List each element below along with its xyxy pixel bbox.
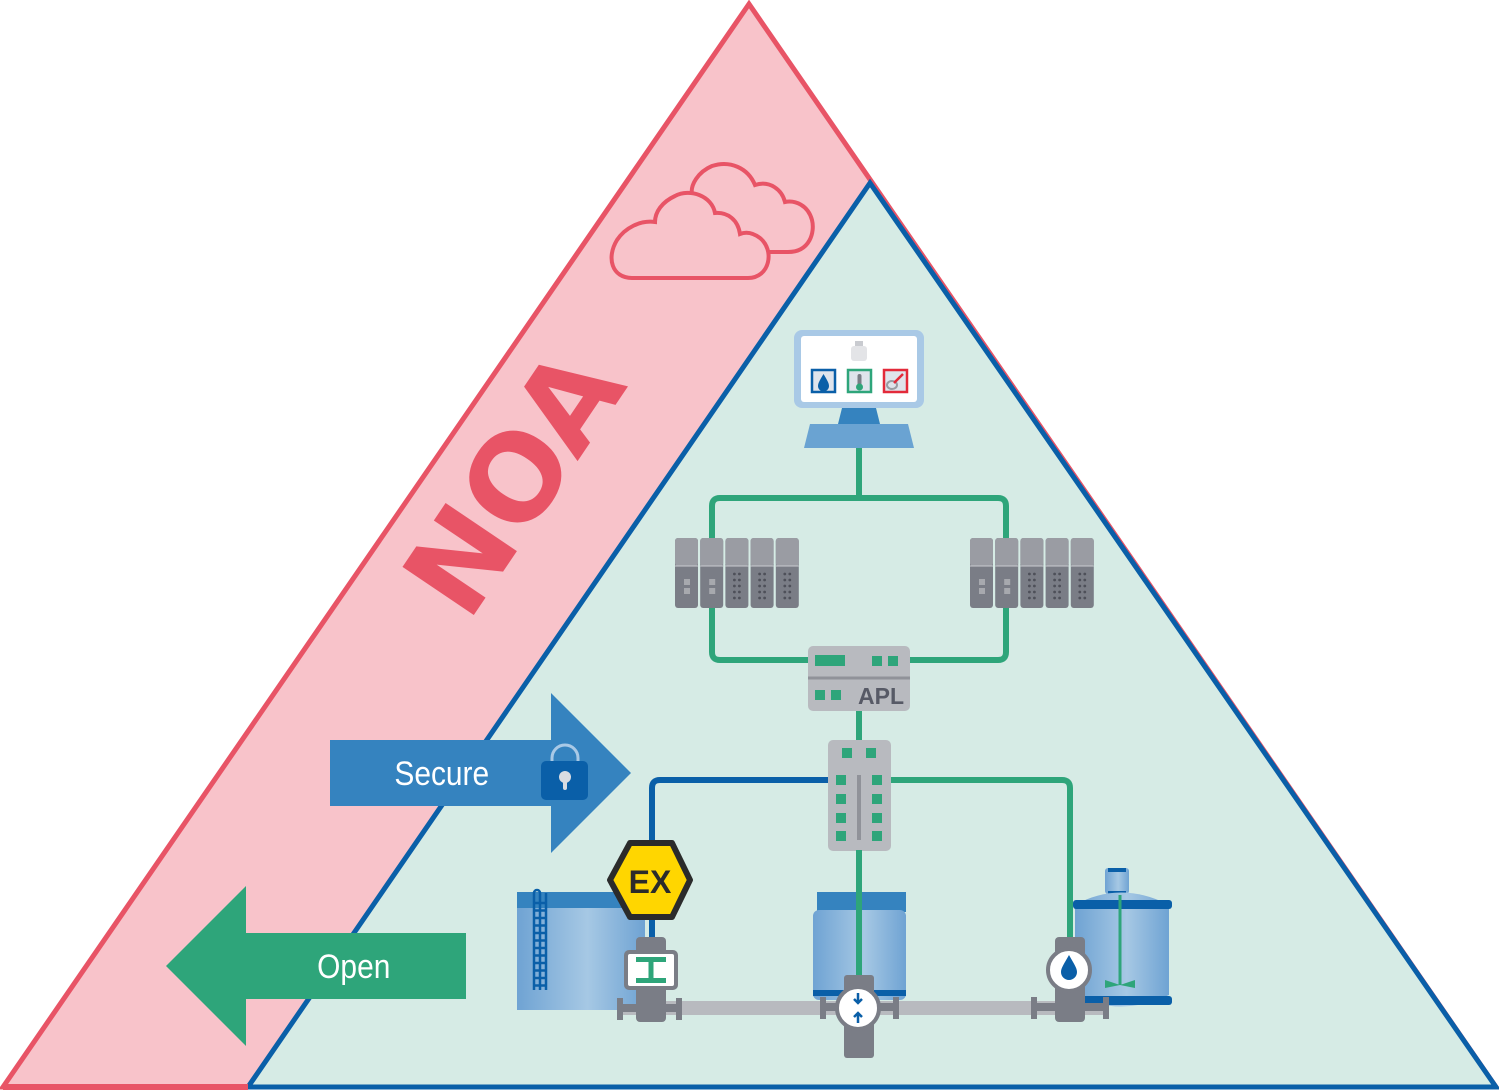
thermometer-indicator [846, 368, 873, 394]
io-module [1020, 538, 1044, 608]
monitor-base [804, 424, 914, 448]
open-arrow: Open [166, 886, 466, 1046]
monitor-stand [838, 408, 880, 424]
hmi-workstation [794, 330, 924, 448]
padlock-icon [541, 743, 588, 800]
io-module [1070, 538, 1094, 608]
controller-rack-left [675, 538, 799, 608]
flow-meter [1031, 937, 1109, 1022]
ex-field-cable [649, 777, 828, 850]
secure-label: Secure [394, 754, 489, 792]
secure-arrow: Secure [330, 693, 631, 853]
h-beam-icon [636, 957, 666, 983]
bottle-icon [851, 341, 867, 361]
cloud-icon [609, 162, 815, 280]
thermometer-icon [856, 374, 863, 391]
flow-meter-cable [891, 777, 1073, 940]
level-transmitter [617, 937, 682, 1022]
ex-label: EX [629, 864, 672, 900]
apl-switch: APL [808, 646, 910, 711]
io-module [750, 538, 774, 608]
open-label: Open [317, 947, 390, 985]
apl-field-switch [828, 740, 891, 851]
io-module [700, 538, 724, 608]
mixer-indicator [882, 368, 909, 394]
ex-explosion-protection-badge: EX [607, 840, 693, 920]
ladder-icon [532, 888, 542, 990]
io-module [1045, 538, 1069, 608]
io-module [725, 538, 749, 608]
pressure-arrows-icon [853, 993, 863, 1023]
agitator-icon [1105, 980, 1135, 988]
ladder-rungs [534, 893, 548, 990]
whisk-mixer-icon [886, 373, 904, 390]
pressure-transmitter [820, 850, 899, 1058]
core-automation-triangle [243, 178, 1499, 1090]
apl-label: APL [858, 683, 904, 709]
mixer-tank-right [1073, 868, 1172, 1007]
io-module [995, 538, 1019, 608]
io-module [675, 538, 698, 608]
storage-tank-left [517, 888, 645, 1010]
water-drop-icon [1061, 955, 1077, 980]
io-module [775, 538, 799, 608]
io-module [970, 538, 993, 608]
water-drop-icon [818, 374, 829, 392]
water-drop-indicator [810, 368, 837, 394]
controller-rack-right [970, 538, 1094, 608]
control-network-ring [709, 448, 1009, 742]
